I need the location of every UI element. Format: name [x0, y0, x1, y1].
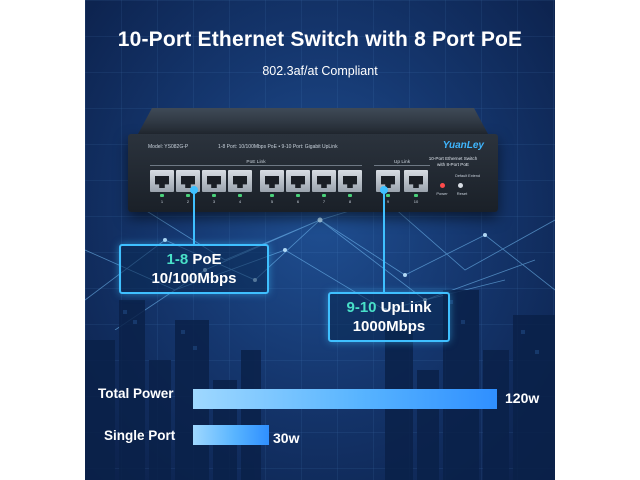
total-power-value: 120w — [505, 390, 540, 406]
rj45-port — [260, 170, 284, 192]
port-led — [238, 194, 242, 197]
reset-button — [458, 183, 463, 188]
poe-connector-line — [193, 190, 195, 244]
port-number: 4 — [238, 199, 242, 204]
poe-port-range: 1-8 — [166, 251, 189, 268]
rj45-port — [312, 170, 336, 192]
poe-speed: 10/100Mbps — [151, 270, 237, 287]
rj45-port — [150, 170, 174, 192]
uplink-connector-dot — [380, 186, 388, 194]
rj45-port — [228, 170, 252, 192]
rj45-port — [338, 170, 362, 192]
port-led — [414, 194, 418, 197]
poe-group-line — [150, 165, 362, 166]
port-number: 5 — [270, 199, 274, 204]
switch-info-line2: with 8-Port PoE — [437, 162, 469, 167]
reset-label: Reset — [456, 191, 468, 196]
port-number: 9 — [386, 199, 390, 204]
mode-switch-label: Default Extend — [455, 174, 480, 178]
port-led — [160, 194, 164, 197]
port-led — [296, 194, 300, 197]
switch-info: 10-Port Ethernet Switch with 8-Port PoE — [420, 156, 486, 168]
poe-callout: 1-8 PoE 10/100Mbps — [119, 244, 269, 294]
port-number: 2 — [186, 199, 190, 204]
total-power-bar — [193, 389, 497, 409]
port-number: 1 — [160, 199, 164, 204]
uplink-speed: 1000Mbps — [352, 318, 426, 335]
port-number: 7 — [322, 199, 326, 204]
switch-info-line1: 10-Port Ethernet Switch — [428, 156, 478, 161]
uplink-connector-line — [383, 190, 385, 292]
switch-top-surface — [138, 108, 488, 134]
rj45-port — [202, 170, 226, 192]
total-power-label: Total Power — [98, 386, 174, 401]
brand-logo: YuanLey — [442, 140, 484, 151]
port-number: 10 — [413, 199, 419, 204]
rj45-port — [286, 170, 310, 192]
port-number: 6 — [296, 199, 300, 204]
poe-label: PoE — [188, 251, 222, 268]
port-number: 8 — [348, 199, 352, 204]
port-led — [348, 194, 352, 197]
ethernet-switch: Model: YS082G-P 1-8 Port: 10/100Mbps PoE… — [128, 108, 498, 212]
switch-model: Model: YS082G-P — [148, 144, 189, 150]
uplink-port-range: 9-10 — [346, 299, 377, 316]
uplink-label: UpLink — [376, 299, 432, 316]
single-port-value: 30w — [273, 430, 300, 446]
port-number: 3 — [212, 199, 216, 204]
uplink-callout: 9-10 UpLink 1000Mbps — [328, 292, 450, 342]
port-led — [322, 194, 326, 197]
subline: 802.3af/at Compliant — [262, 64, 378, 78]
port-led — [270, 194, 274, 197]
poe-group-label: PoE Link — [246, 160, 266, 165]
port-led — [186, 194, 190, 197]
poe-connector-dot — [190, 186, 198, 194]
power-label: Power — [436, 191, 448, 196]
rj45-port — [404, 170, 428, 192]
headline: 10-Port Ethernet Switch with 8 Port PoE — [117, 28, 523, 51]
switch-front-panel: Model: YS082G-P 1-8 Port: 10/100Mbps PoE… — [128, 134, 498, 212]
single-port-label: Single Port — [104, 428, 176, 443]
power-led — [440, 183, 445, 188]
port-led — [386, 194, 390, 197]
uplink-group-label: Up Link — [393, 160, 411, 165]
single-port-bar — [193, 425, 269, 445]
uplink-group-line — [374, 165, 430, 166]
port-led — [212, 194, 216, 197]
switch-port-description: 1-8 Port: 10/100Mbps PoE • 9-10 Port: Gi… — [218, 144, 338, 150]
background-panel — [85, 0, 555, 480]
